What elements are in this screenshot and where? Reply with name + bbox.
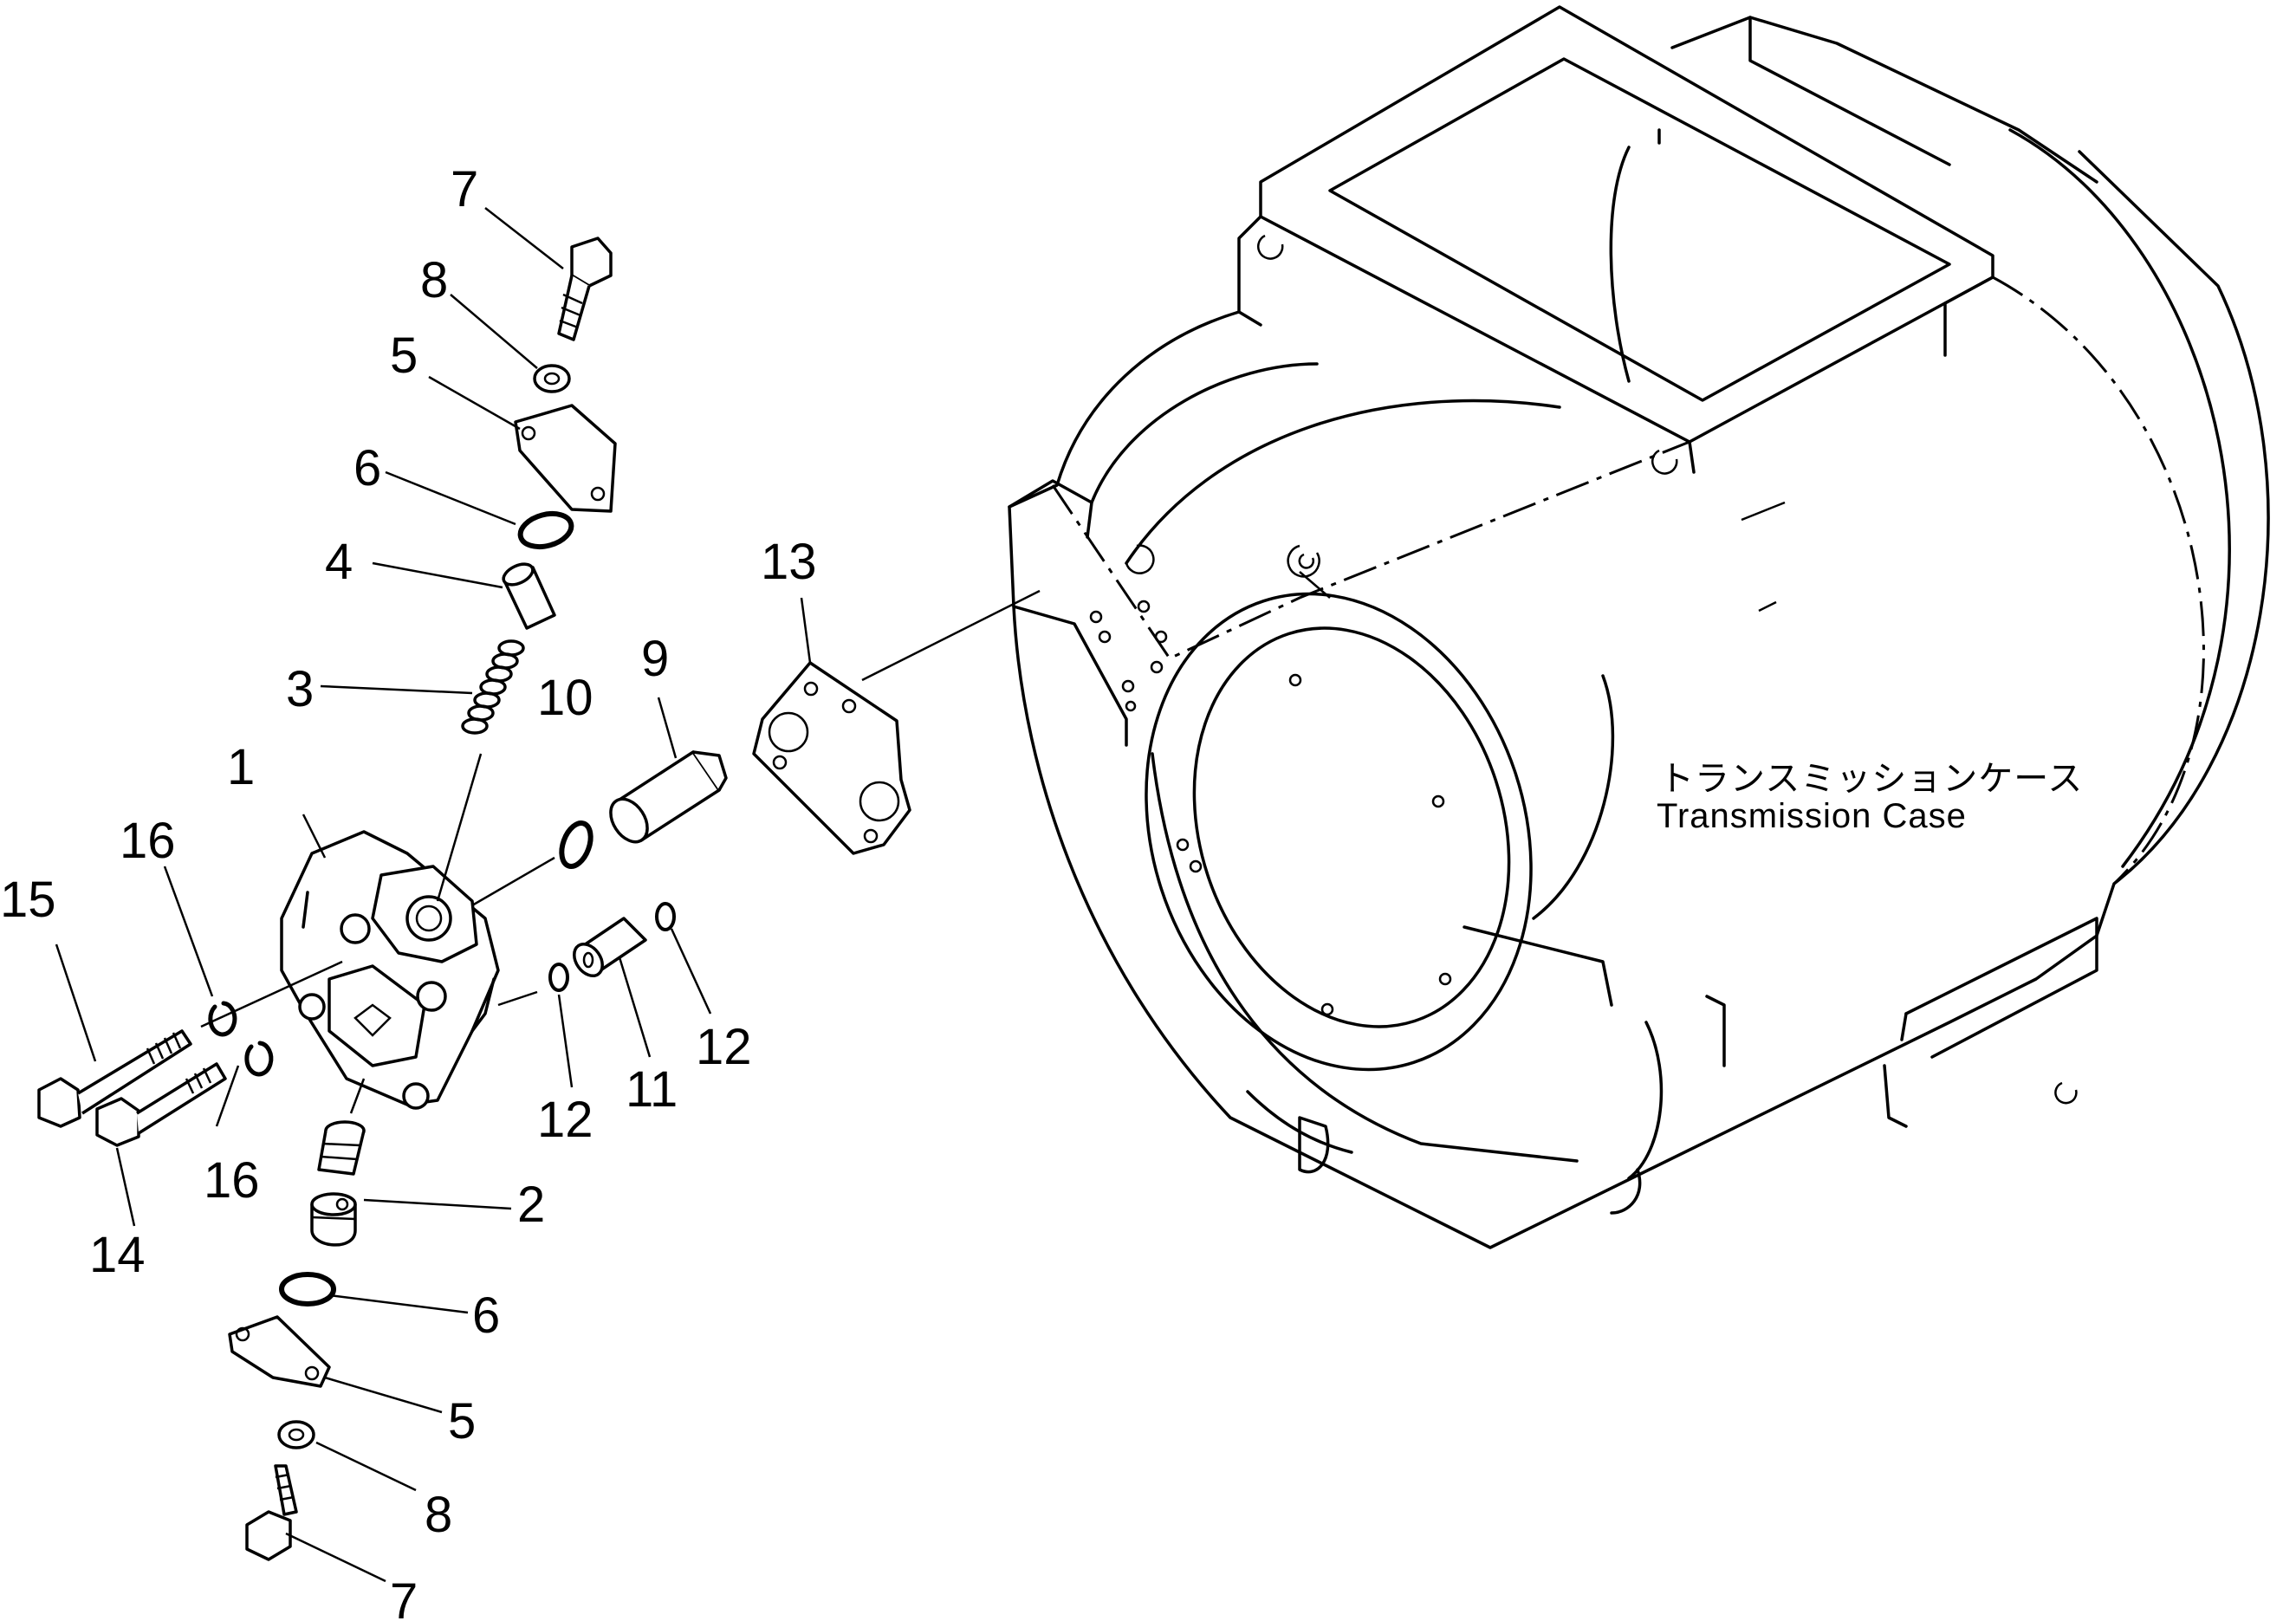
callout-6-bottom: 6 xyxy=(472,1287,500,1344)
spool-2 xyxy=(310,1120,366,1247)
callout-15: 15 xyxy=(0,872,56,928)
bolt-15 xyxy=(37,1029,192,1128)
callout-2: 2 xyxy=(517,1177,545,1233)
gasket-13 xyxy=(752,589,1041,855)
callout-11: 11 xyxy=(626,1061,678,1118)
transmission-case-label: トランスミッションケース Transmission Case xyxy=(1657,760,2083,835)
callout-12-right: 12 xyxy=(696,1019,752,1075)
callout-8-top: 8 xyxy=(420,252,448,308)
callout-1: 1 xyxy=(227,739,255,795)
o-ring-6-top xyxy=(517,510,574,550)
spring-3 xyxy=(461,639,525,735)
callout-7-bottom: 7 xyxy=(390,1573,418,1621)
case-bolt-holes xyxy=(1089,544,1452,1016)
washer-8-top xyxy=(533,364,571,393)
bolt-7-bottom xyxy=(245,1464,298,1561)
washer-16-bottom xyxy=(244,1041,274,1077)
callout-numbers: 7 8 5 6 4 3 10 9 13 1 16 15 16 14 12 11 … xyxy=(0,161,817,1621)
valve-body-1 xyxy=(280,830,500,1110)
leader-lines xyxy=(55,207,812,1583)
o-ring-10 xyxy=(559,820,593,869)
sleeve-11 xyxy=(573,917,647,977)
callout-13: 13 xyxy=(761,534,817,590)
callout-9: 9 xyxy=(641,631,669,687)
callout-7-top: 7 xyxy=(451,161,478,217)
callout-5-top: 5 xyxy=(390,327,418,384)
transmission-case xyxy=(1008,5,2270,1249)
callout-4: 4 xyxy=(325,534,353,590)
bolt-7-top xyxy=(557,237,613,341)
washer-8-bottom xyxy=(277,1420,315,1449)
o-ring-6-bottom xyxy=(279,1272,336,1307)
cover-5-top xyxy=(514,404,617,513)
callout-6-top: 6 xyxy=(353,440,381,496)
case-label-english: Transmission Case xyxy=(1657,797,1967,835)
callout-3: 3 xyxy=(286,661,314,717)
callout-12-left: 12 xyxy=(537,1092,593,1148)
callout-16-top: 16 xyxy=(120,813,176,869)
o-ring-12-left xyxy=(548,963,569,992)
case-label-japanese: トランスミッションケース xyxy=(1659,760,2083,798)
callout-16-bottom: 16 xyxy=(204,1152,260,1209)
o-ring-12-right xyxy=(655,902,676,931)
pin-9 xyxy=(609,750,728,844)
bolt-14 xyxy=(95,1062,227,1147)
callout-14: 14 xyxy=(89,1227,146,1283)
washer-16-top xyxy=(208,1001,237,1037)
callout-5-bottom: 5 xyxy=(448,1393,476,1449)
callout-10: 10 xyxy=(537,670,593,726)
callout-8-bottom: 8 xyxy=(425,1487,452,1543)
plunger-4 xyxy=(502,562,556,630)
cover-5-bottom xyxy=(228,1315,331,1388)
